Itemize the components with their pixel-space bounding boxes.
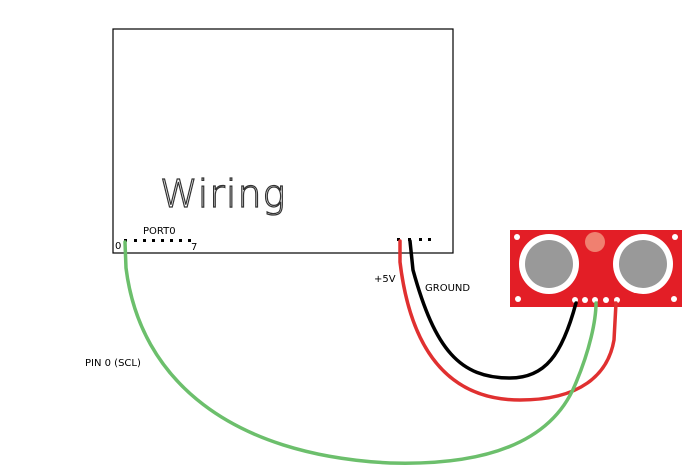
vcc-label: +5V xyxy=(374,274,396,285)
sensor-led xyxy=(585,232,605,252)
vcc-wire xyxy=(398,239,618,402)
signal-label: PIN 0 (SCL) xyxy=(85,358,141,369)
signal-wire xyxy=(123,240,598,465)
ground-label: GROUND xyxy=(425,283,470,294)
wiring-board xyxy=(112,28,454,254)
port-start-label: 0 xyxy=(115,241,121,252)
board-logo: Wiring xyxy=(160,172,286,216)
port-label: PORT0 xyxy=(143,226,176,237)
ground-wire xyxy=(408,239,578,380)
port-end-label: 7 xyxy=(191,242,197,253)
ultrasonic-sensor xyxy=(510,230,682,307)
